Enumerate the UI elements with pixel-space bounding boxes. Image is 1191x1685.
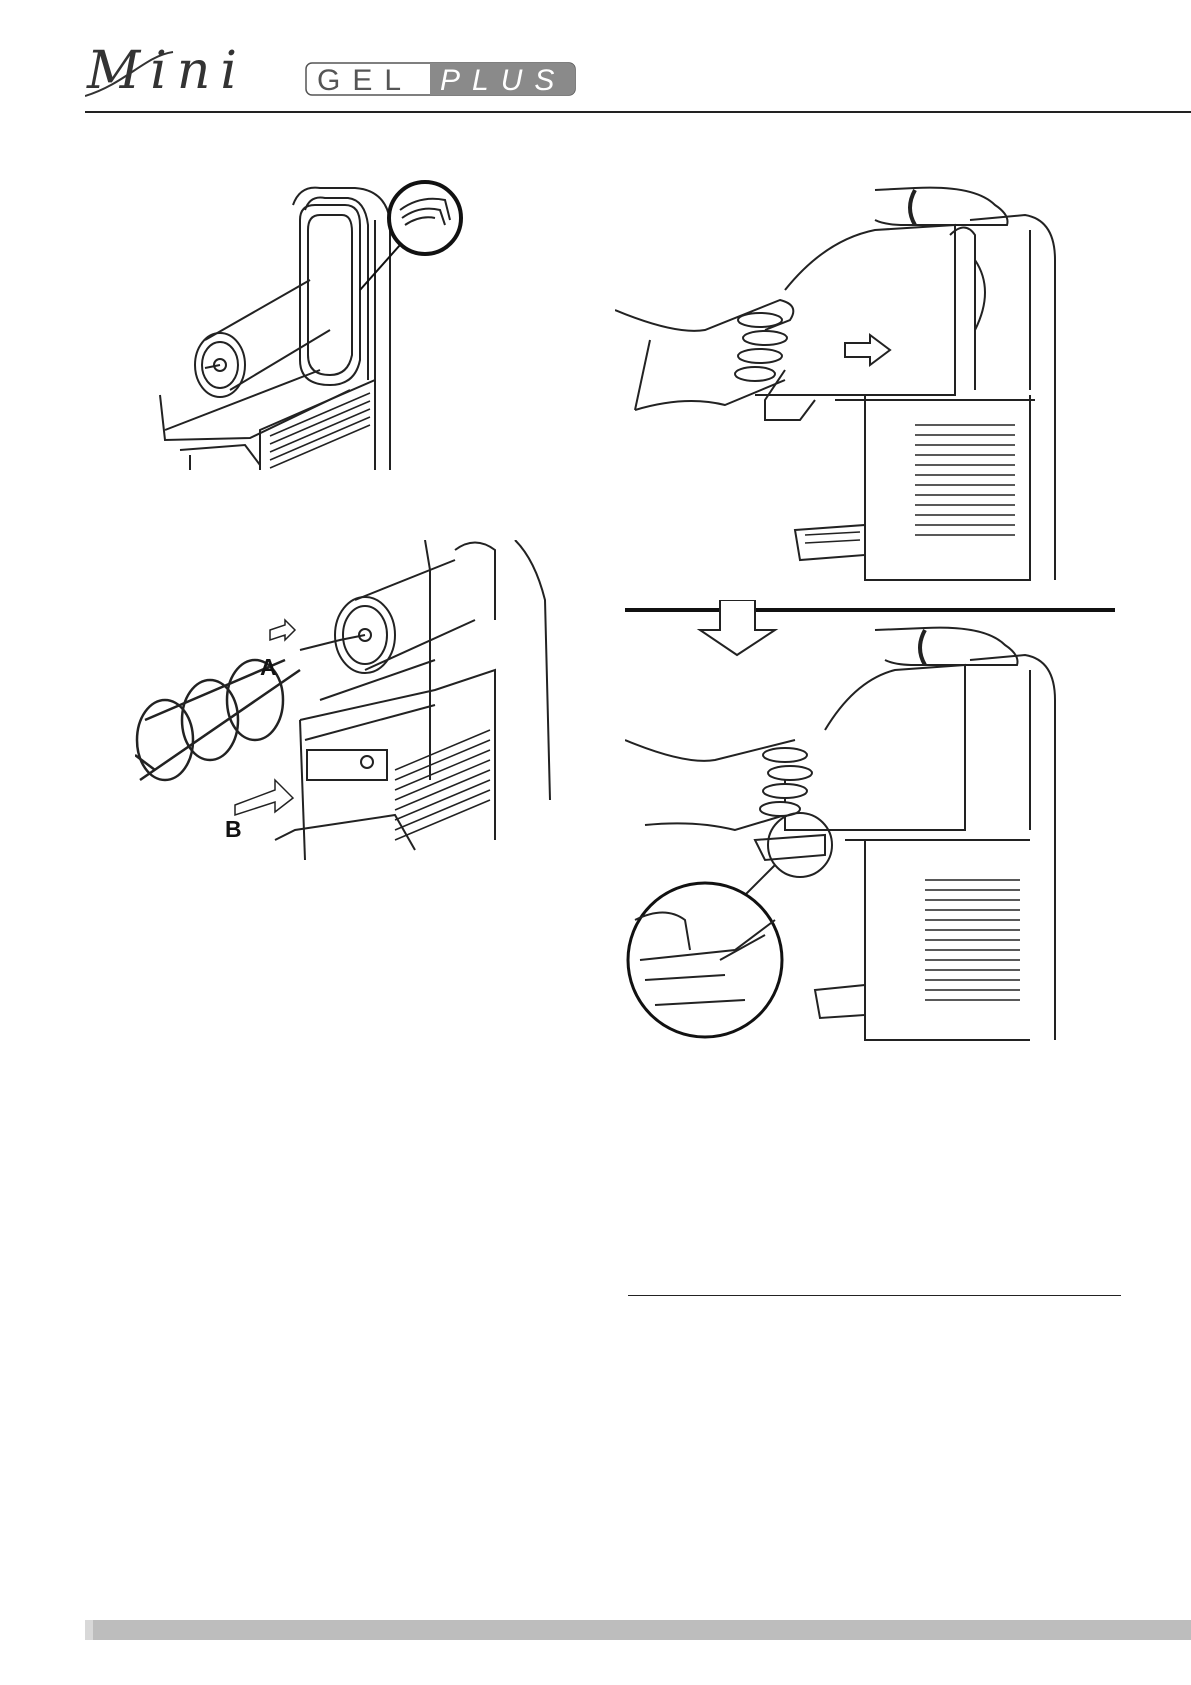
section-divider bbox=[628, 1295, 1121, 1296]
label-a: A bbox=[260, 654, 277, 680]
mini-script-logo: Mini bbox=[85, 44, 295, 104]
footer-bar bbox=[85, 1620, 1191, 1640]
figure-cylinder-gasket bbox=[150, 180, 490, 470]
figure-insert-container bbox=[615, 180, 1110, 600]
figure-container-latched bbox=[625, 620, 1115, 1070]
header-rule bbox=[85, 111, 1191, 113]
logo-gel-text: GEL bbox=[317, 64, 413, 96]
logo-plus-text: PLUS bbox=[440, 64, 566, 96]
label-b: B bbox=[225, 816, 242, 842]
gelplus-logo: GEL PLUS bbox=[305, 62, 576, 96]
figure-auger-insertion: A B bbox=[135, 540, 565, 860]
